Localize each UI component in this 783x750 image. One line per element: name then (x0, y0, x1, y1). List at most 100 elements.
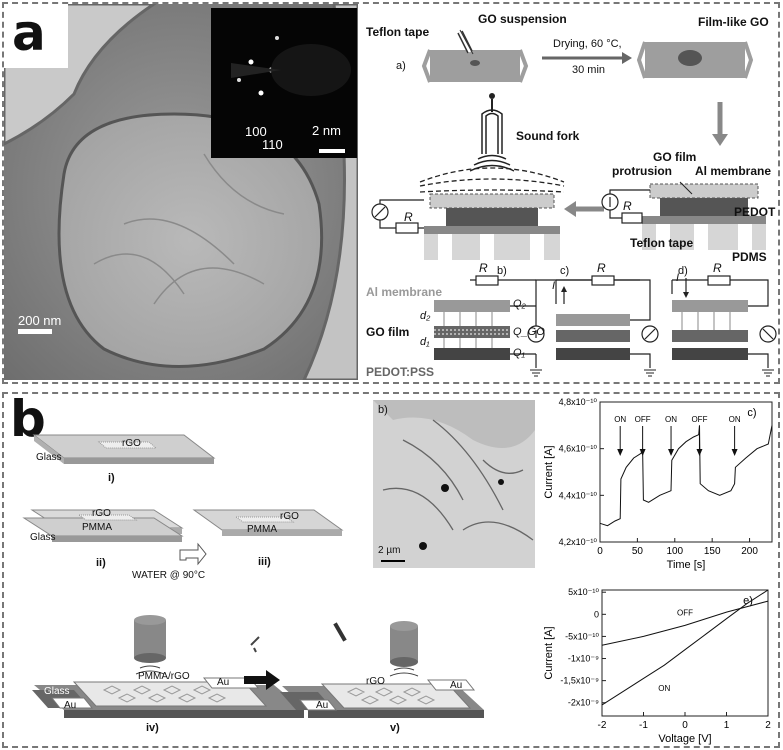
au-label-iv-1: Au (64, 700, 77, 711)
tem-image (4, 4, 358, 380)
annotation-label: ON (665, 415, 677, 424)
teflon-strip-after (636, 41, 754, 79)
panel-a-letter-box (4, 4, 68, 68)
y-tick-label: -5x10⁻¹⁰ (565, 631, 599, 641)
go-suspension-label: GO suspension (478, 12, 567, 26)
al-membrane-label-2: Al membrane (366, 285, 443, 299)
tem-graphic (4, 4, 358, 380)
transfer-schematic (22, 434, 344, 718)
step-ii-substrate (22, 509, 184, 542)
step-v-label: v) (390, 722, 400, 734)
fabrication-schematic (371, 29, 777, 377)
sub-label-b: b) (497, 265, 507, 277)
resistor-label-b: R (479, 261, 488, 275)
sem-scale-label: 2 µm (378, 545, 401, 556)
charge-diagram-d (671, 275, 777, 377)
step-iii-film (192, 509, 344, 536)
y-axis-label: Current [A] (543, 445, 555, 498)
pdms-label: PDMS (732, 250, 767, 264)
charge-diagram-b (434, 275, 640, 377)
rgo-label-i: rGO (122, 438, 141, 449)
sound-fork-icon (469, 93, 515, 172)
y-tick-label: -2x10⁻⁹ (568, 698, 599, 708)
y-tick-label: 5x10⁻¹⁰ (568, 587, 599, 597)
pmma-label-iii: PMMA (247, 524, 277, 535)
sub-label-c: c) (560, 265, 570, 277)
rgo-label-iii: rGO (280, 511, 299, 522)
q2-label: Q₂ (513, 298, 526, 310)
q1-label: Q₁ (513, 347, 526, 359)
step-i-substrate (32, 434, 216, 464)
panel-a (2, 2, 780, 384)
charge-diagram-c (555, 275, 659, 377)
x-tick-label: 150 (704, 546, 721, 557)
teflon-tape-label: Teflon tape (366, 25, 430, 39)
d2-label: d₂ (420, 310, 431, 322)
x-tick-label: -1 (639, 720, 648, 731)
x-axis-label: Time [s] (667, 559, 706, 571)
saed-pattern (231, 36, 351, 153)
glass-label-i: Glass (36, 452, 62, 463)
annotation-arrowhead (696, 449, 703, 456)
protrusion-label: protrusion (612, 164, 672, 178)
step-iv-device (32, 615, 304, 718)
drying-arrow (542, 52, 632, 64)
saed-scalebar-label: 2 nm (312, 123, 341, 138)
sub-label-a: a) (396, 60, 406, 72)
go-film-label: GO film (653, 150, 697, 164)
step-i-label: i) (108, 472, 115, 484)
annotation-arrowhead (668, 449, 675, 456)
au-label-v-2: Au (450, 680, 463, 691)
teflon-strip-before (421, 29, 529, 83)
y-tick-label: 0 (594, 609, 599, 619)
al-membrane-label: Al membrane (695, 164, 772, 178)
pmma-rgo-label: PMMA/rGO (138, 671, 190, 682)
panel-a-letter: a (12, 4, 46, 62)
pmma-label-ii: PMMA (82, 522, 112, 533)
y-tick-label: -1,5x10⁻⁹ (560, 676, 599, 686)
y-tick-label: 4,2x10⁻¹⁰ (559, 537, 598, 547)
film-like-go-label: Film-like GO (698, 15, 769, 29)
resistor-label-d: R (713, 261, 722, 275)
y-tick-label: 4,4x10⁻¹⁰ (559, 490, 598, 500)
resistor-label-2: R (623, 199, 632, 213)
d1-label: d₁ (420, 336, 430, 348)
saed-index-100: 100 (245, 124, 267, 139)
annotation-arrowhead (639, 449, 646, 456)
teflon-tape-label-2: Teflon tape (630, 236, 694, 250)
process-arrow (244, 670, 280, 690)
go-film-label-2: GO film (366, 325, 410, 339)
x-tick-label: 0 (597, 546, 603, 557)
series-name-label: OFF (677, 608, 693, 617)
x-tick-label: 0 (682, 720, 688, 731)
transfer-schematic-v (280, 621, 484, 718)
annotation-label: ON (729, 415, 741, 424)
x-tick-label: 200 (741, 546, 758, 557)
saed-index-110: 110 (262, 137, 283, 152)
vibrating-device (371, 167, 565, 260)
current-label-c: I (552, 280, 556, 292)
rgo-label-ii: rGO (92, 508, 111, 519)
glass-label-iv: Glass (44, 686, 70, 697)
pedot-label: PEDOT (734, 205, 776, 219)
sub-label-d: d) (678, 265, 688, 277)
saed-inset (211, 8, 357, 158)
panel-label: c) (747, 407, 756, 419)
current-label-d: I (676, 272, 680, 284)
resistor-label-c: R (597, 261, 606, 275)
sem-panel-label: b) (378, 404, 388, 416)
x-axis-label: Voltage [V] (658, 733, 711, 745)
drying-line2: 30 min (572, 64, 606, 76)
qgo-label: Q_GO (513, 326, 545, 338)
static-device (601, 181, 766, 250)
x-tick-label: 1 (724, 720, 730, 731)
sound-fork-label: Sound fork (516, 129, 580, 143)
resistor-label-1: R (404, 210, 413, 224)
y-tick-label: 4,8x10⁻¹⁰ (559, 398, 598, 407)
x-tick-label: 50 (632, 546, 644, 557)
sem-graphic (373, 400, 535, 568)
sem-image (373, 400, 535, 568)
tem-scalebar-label: 200 nm (18, 313, 62, 328)
